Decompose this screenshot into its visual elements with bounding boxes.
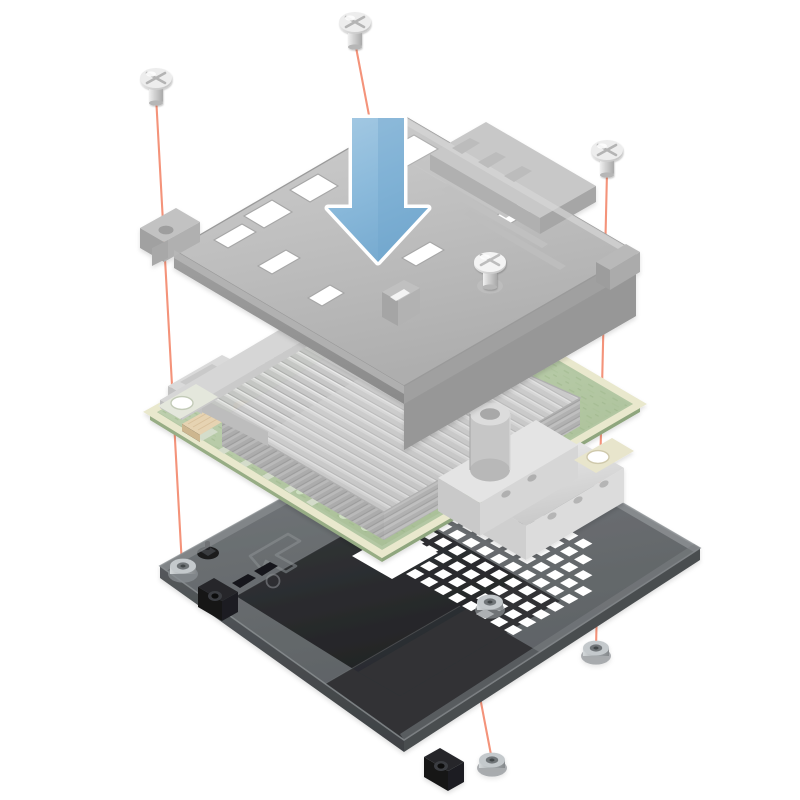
air-shroud[interactable]: [140, 115, 640, 450]
tray-side-extrusion-right: [404, 548, 700, 752]
tray-embossed-arrow-front: [518, 682, 572, 724]
screw-right[interactable]: [591, 140, 623, 178]
tray-grommet-left: [198, 578, 238, 621]
card-mount-ear-right: [574, 438, 634, 473]
sas-connector-b-slots: [501, 474, 537, 498]
sas-connector-a-face-right: [526, 468, 624, 560]
standoff-front: [477, 752, 507, 777]
card-screw-boss: [469, 402, 511, 482]
shroud-skirt-right-lower: [404, 270, 636, 450]
controller-card[interactable]: [143, 263, 647, 562]
tray-black-panel-ext: [358, 578, 560, 696]
shroud-cutout-5: [400, 241, 446, 267]
screw-center[interactable]: [474, 252, 506, 290]
sas-connector-a-slots: [547, 480, 609, 520]
sas-connector-b-face-right: [480, 445, 578, 536]
tray-emboss-icon-front: [492, 707, 508, 723]
shroud-rear-tabs: [452, 138, 532, 182]
shroud-mount-ear-left: [140, 208, 200, 266]
install-arrow-shading: [378, 118, 428, 262]
guide-line-top-left: [154, 94, 184, 568]
shroud-cutout-2: [288, 173, 340, 203]
standoff-center: [475, 594, 505, 619]
standoff-left: [168, 558, 198, 583]
fastener-screws[interactable]: [140, 12, 623, 290]
shroud-cutout-6: [306, 284, 346, 307]
tray-grommet-front: [424, 748, 464, 791]
shroud-right-tabs: [596, 244, 640, 290]
screw-top-left[interactable]: [140, 68, 172, 106]
tray-black-label-panel: [236, 506, 520, 672]
tray-slot-cutouts-rear: [232, 562, 278, 588]
shroud-front-rail: [174, 250, 404, 394]
install-arrow: [324, 114, 432, 266]
shroud-cutout-3: [212, 223, 258, 249]
tray-front-right-lip: [400, 544, 700, 740]
install-arrow-inner-fill: [328, 118, 428, 262]
screw-top-center[interactable]: [339, 12, 371, 50]
sas-connector-b-face: [438, 478, 480, 536]
shroud-cutout-1: [242, 199, 294, 229]
shroud-front-column: [382, 280, 420, 326]
heatsink-face-left-shade: [222, 418, 384, 540]
shroud-cutout-4: [256, 249, 302, 275]
tray-rivet-front: [514, 727, 536, 740]
card-mount-ear-left: [158, 384, 218, 419]
standoff-right: [581, 640, 611, 665]
tray-black-label-panel-lower: [318, 606, 560, 740]
